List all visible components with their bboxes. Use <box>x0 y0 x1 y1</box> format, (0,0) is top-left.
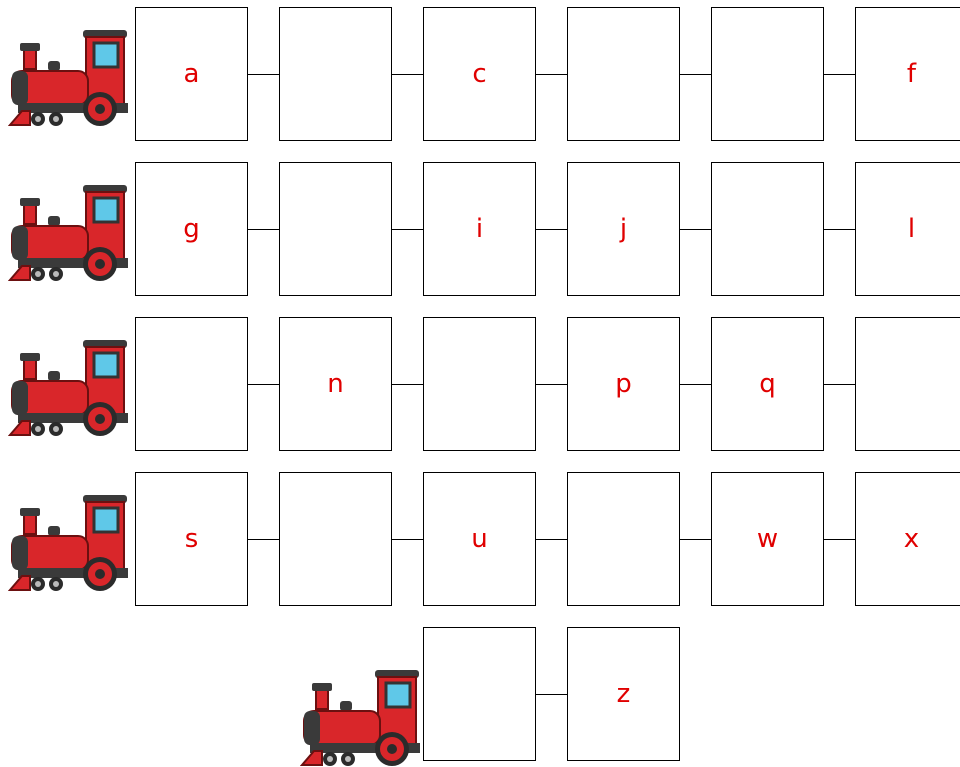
car-connector <box>536 539 567 540</box>
letter-box-q: q <box>711 317 824 451</box>
car-connector <box>248 229 279 230</box>
car-connector <box>824 229 855 230</box>
letter-box-z: z <box>567 627 680 761</box>
letter-box-l: l <box>855 162 960 296</box>
blank-letter-box[interactable] <box>279 7 392 141</box>
car-connector <box>536 384 567 385</box>
letter-box-u: u <box>423 472 536 606</box>
car-connector <box>392 74 423 75</box>
car-connector <box>392 229 423 230</box>
letter-box-p: p <box>567 317 680 451</box>
letter-box-g: g <box>135 162 248 296</box>
car-connector <box>680 539 711 540</box>
letter-box-j: j <box>567 162 680 296</box>
blank-letter-box[interactable] <box>423 627 536 761</box>
car-connector <box>248 74 279 75</box>
blank-letter-box[interactable] <box>135 317 248 451</box>
train-engine-icon <box>8 182 128 282</box>
train-engine-icon <box>300 667 420 767</box>
blank-letter-box[interactable] <box>711 7 824 141</box>
blank-letter-box[interactable] <box>279 162 392 296</box>
blank-letter-box[interactable] <box>711 162 824 296</box>
car-connector <box>824 74 855 75</box>
letter-box-i: i <box>423 162 536 296</box>
train-engine-icon <box>8 27 128 127</box>
car-connector <box>680 229 711 230</box>
letter-box-c: c <box>423 7 536 141</box>
car-connector <box>392 539 423 540</box>
blank-letter-box[interactable] <box>855 317 960 451</box>
car-connector <box>392 384 423 385</box>
car-connector <box>248 384 279 385</box>
blank-letter-box[interactable] <box>279 472 392 606</box>
letter-box-n: n <box>279 317 392 451</box>
blank-letter-box[interactable] <box>423 317 536 451</box>
train-engine-icon <box>8 492 128 592</box>
car-connector <box>536 74 567 75</box>
letter-box-x: x <box>855 472 960 606</box>
blank-letter-box[interactable] <box>567 7 680 141</box>
letter-box-s: s <box>135 472 248 606</box>
letter-box-f: f <box>855 7 960 141</box>
blank-letter-box[interactable] <box>567 472 680 606</box>
car-connector <box>824 384 855 385</box>
car-connector <box>536 229 567 230</box>
train-engine-icon <box>8 337 128 437</box>
car-connector <box>248 539 279 540</box>
car-connector <box>824 539 855 540</box>
car-connector <box>536 694 567 695</box>
letter-box-w: w <box>711 472 824 606</box>
car-connector <box>680 74 711 75</box>
letter-box-a: a <box>135 7 248 141</box>
car-connector <box>680 384 711 385</box>
